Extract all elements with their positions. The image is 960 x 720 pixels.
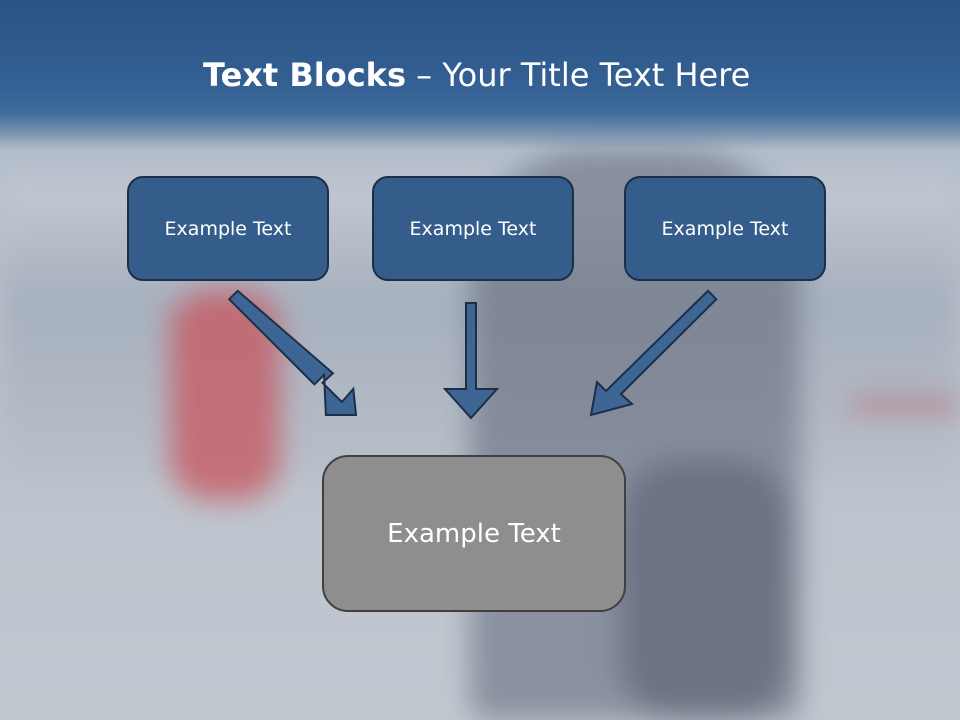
text-block-2[interactable]: Example Text — [372, 176, 574, 281]
arrow-center-down — [442, 302, 500, 420]
background-figure-dark-legs — [620, 460, 790, 720]
background-stripe — [850, 398, 960, 412]
text-block-result[interactable]: Example Text — [322, 455, 626, 612]
arrow-left-diagonal — [227, 289, 358, 416]
arrow-right-diagonal — [589, 289, 718, 417]
title-rest: – Your Title Text Here — [406, 56, 751, 94]
text-block-1[interactable]: Example Text — [127, 176, 329, 281]
title-bold: Text Blocks — [203, 56, 406, 94]
text-block-3[interactable]: Example Text — [624, 176, 826, 281]
slide-title: Text Blocks – Your Title Text Here — [203, 55, 750, 95]
title-bar — [0, 0, 960, 150]
